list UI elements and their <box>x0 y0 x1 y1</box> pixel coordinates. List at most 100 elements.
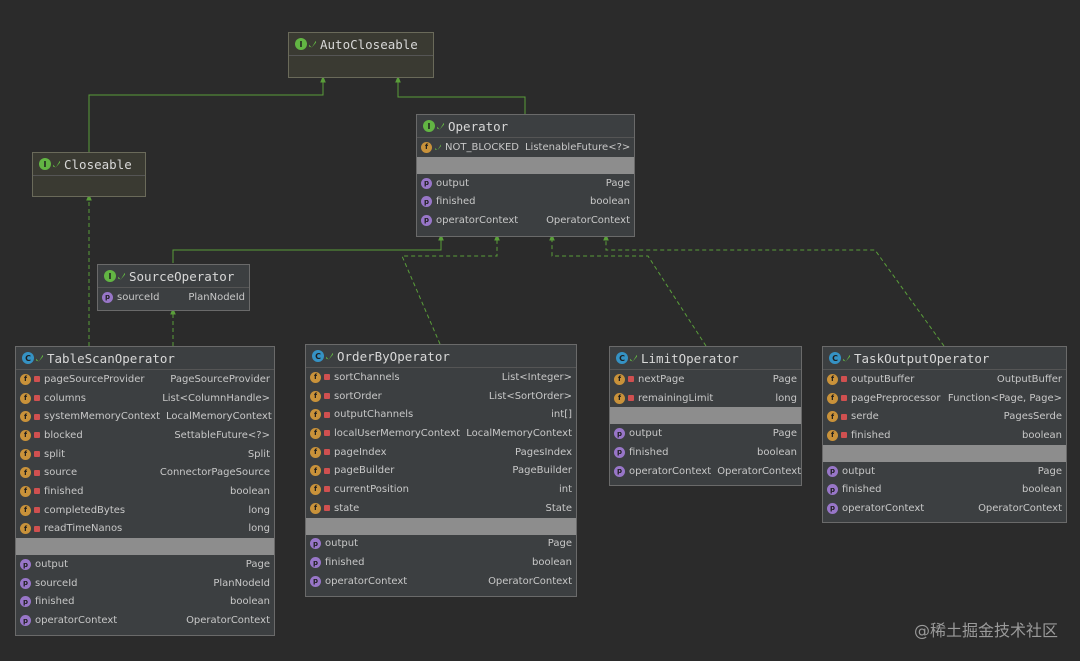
field-icon: f <box>20 448 31 460</box>
node-sourceoperator[interactable]: I SourceOperator p sourceId PlanNodeId <box>97 264 250 311</box>
property-row[interactable]: p sourceId PlanNodeId <box>98 288 249 307</box>
property-type: PlanNodeId <box>213 577 270 589</box>
property-type: OperatorContext <box>717 465 802 477</box>
field-type: Page <box>772 373 797 385</box>
public-icon <box>53 160 60 168</box>
field-name: sortChannels <box>334 371 400 383</box>
field-icon: f <box>20 467 31 479</box>
private-lock-icon <box>628 376 634 383</box>
node-operator[interactable]: I Operator f NOT_BLOCKED ListenableFutur… <box>416 114 635 237</box>
node-orderbyoperator-title: OrderByOperator <box>337 348 450 364</box>
field-type: PagesSerde <box>1003 411 1062 423</box>
node-sourceoperator-header: I SourceOperator <box>98 265 249 288</box>
edge-operator-to-autocloseable <box>395 75 526 114</box>
property-type: boolean <box>590 196 630 208</box>
private-lock-icon <box>34 395 40 402</box>
node-autocloseable-header: I AutoCloseable <box>289 33 433 56</box>
field-icon: f <box>20 411 31 423</box>
section-separator <box>610 407 801 425</box>
node-sourceoperator-title: SourceOperator <box>129 268 235 284</box>
edge-sourceoperator-to-operator <box>172 233 444 263</box>
class-icon: C <box>22 352 34 364</box>
node-autocloseable[interactable]: I AutoCloseable <box>288 32 434 78</box>
field-type: List<ColumnHandle> <box>162 392 270 404</box>
private-lock-icon <box>34 507 40 514</box>
node-orderbyoperator-header: C OrderByOperator <box>306 345 576 368</box>
field-name: outputChannels <box>334 409 414 421</box>
private-lock-icon <box>324 505 330 512</box>
property-type: OperatorContext <box>186 615 270 627</box>
node-autocloseable-title: AutoCloseable <box>320 36 418 52</box>
property-row[interactable]: p operatorContext OperatorContext <box>417 211 634 230</box>
field-name: outputBuffer <box>851 373 915 385</box>
public-icon <box>326 352 333 360</box>
field-name: sortOrder <box>334 390 382 402</box>
field-type: boolean <box>230 485 270 497</box>
field-name: source <box>44 467 78 479</box>
field-name: pageIndex <box>334 446 387 458</box>
property-type: Page <box>1037 465 1062 477</box>
field-name: columns <box>44 392 87 404</box>
property-row[interactable]: p output Page <box>417 174 634 193</box>
field-type: Split <box>247 448 270 460</box>
field-icon: f <box>827 411 838 423</box>
private-lock-icon <box>324 486 330 493</box>
edge-closeable-to-autocloseable <box>88 75 326 152</box>
field-name: readTimeNanos <box>44 523 123 535</box>
property-row[interactable]: p finished boolean <box>417 192 634 211</box>
property-name: finished <box>325 557 365 569</box>
field-type: PageBuilder <box>512 465 572 477</box>
class-icon: C <box>829 352 841 364</box>
node-closeable[interactable]: I Closeable <box>32 152 146 197</box>
field-name: localUserMemoryContext <box>334 427 460 439</box>
property-type: OperatorContext <box>978 502 1062 514</box>
field-row[interactable]: f NOT_BLOCKED ListenableFuture<?> <box>417 138 634 157</box>
public-icon <box>630 354 637 362</box>
private-lock-icon <box>324 374 330 381</box>
public-icon <box>437 122 444 130</box>
private-lock-icon <box>34 488 40 495</box>
property-name: output <box>629 428 662 440</box>
field-icon: f <box>20 523 31 535</box>
